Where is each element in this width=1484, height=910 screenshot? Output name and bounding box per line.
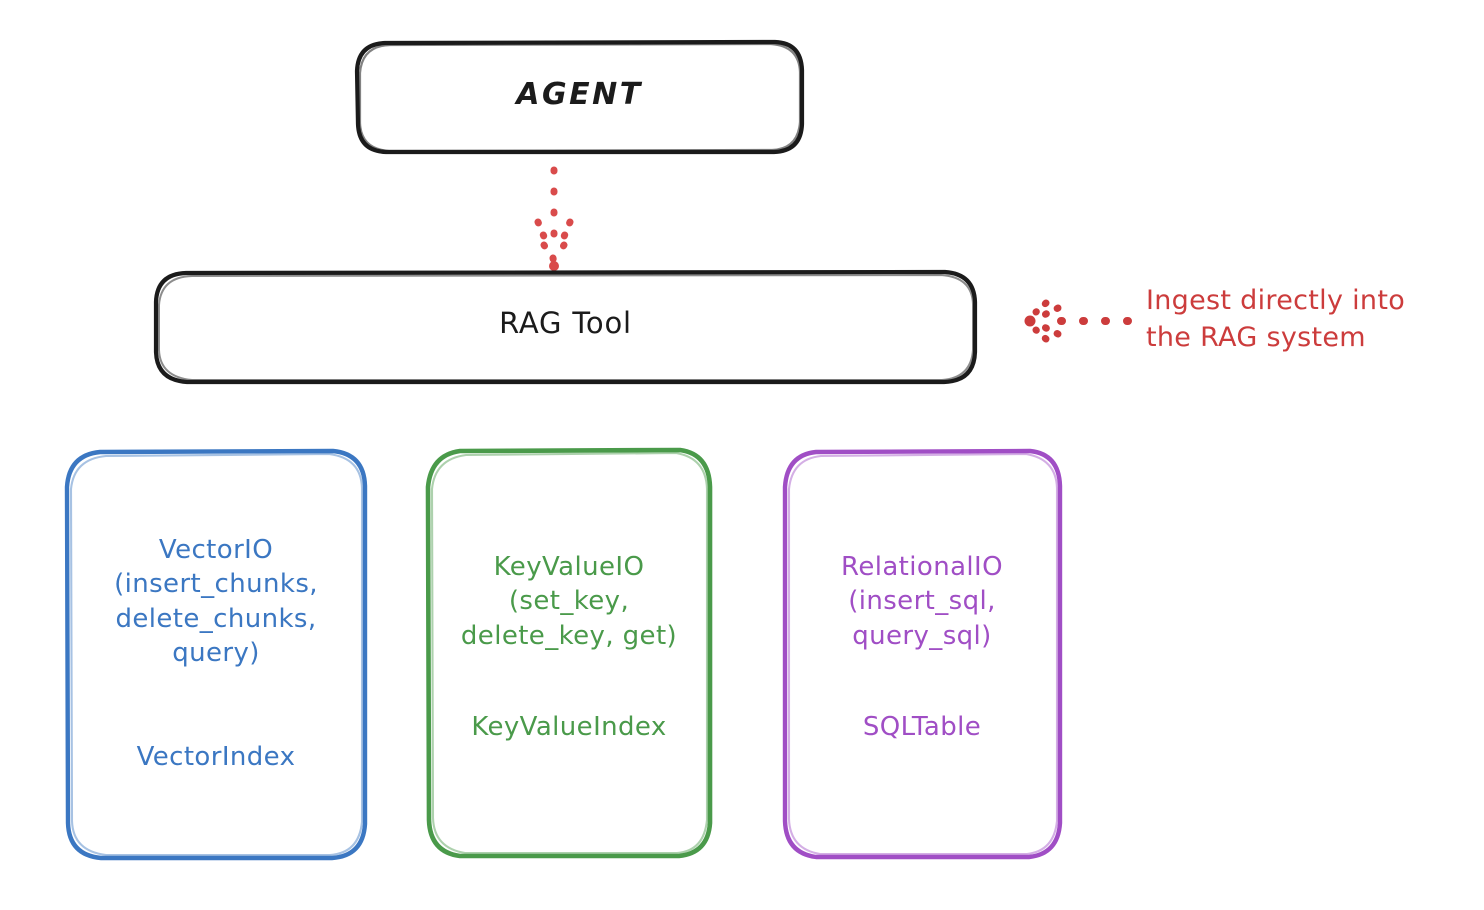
keyvalue-store-box-outline xyxy=(425,447,713,859)
vector-store-box-sketch-overlay xyxy=(69,452,364,857)
vector-store-box-outline xyxy=(64,448,368,861)
arrow-tip-dot xyxy=(549,261,559,271)
agent-box-sketch-overlay xyxy=(358,42,802,153)
keyvalue-store-box-sketch-overlay xyxy=(430,451,709,855)
relational-store-node[interactable] xyxy=(782,448,1063,860)
ingest-arrow xyxy=(1024,299,1132,343)
rag-tool-box-outline xyxy=(153,269,978,385)
ingest-arrow-tip-dot xyxy=(1024,315,1036,327)
agent-box-outline xyxy=(354,39,805,155)
rag-tool-box-sketch-overlay xyxy=(158,274,974,381)
agent-to-rag-arrowhead xyxy=(534,218,574,268)
relational-store-box-outline xyxy=(782,448,1063,860)
keyvalue-store-node[interactable] xyxy=(425,447,713,859)
agent-node[interactable] xyxy=(354,39,805,155)
rag-tool-node[interactable] xyxy=(153,269,978,385)
ingest-arrowhead xyxy=(1032,299,1062,343)
relational-store-box-sketch-overlay xyxy=(787,452,1059,856)
agent-to-rag-arrow xyxy=(534,166,574,271)
vector-store-node[interactable] xyxy=(64,448,368,861)
